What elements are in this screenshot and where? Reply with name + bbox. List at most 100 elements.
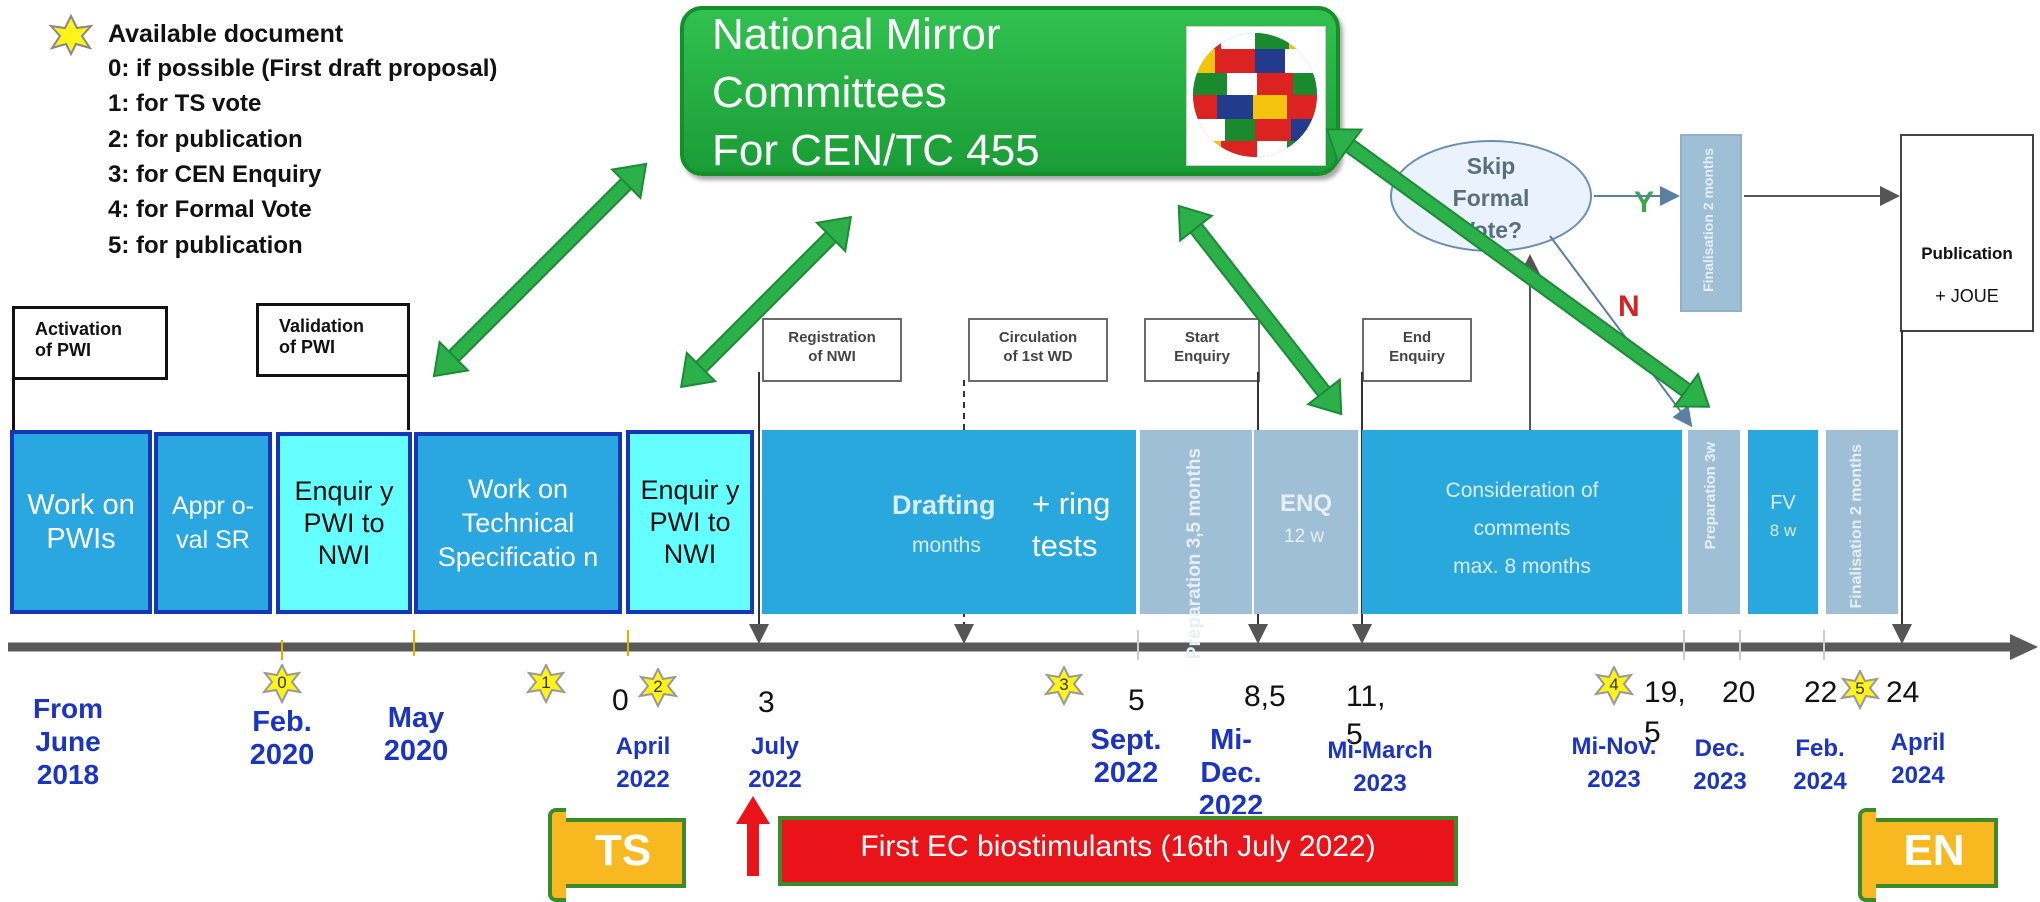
red-up-arrow-icon [736,796,770,876]
legend-item: 5: for publication [108,232,303,259]
stage-drafting-band: Drafting months + ring tests [762,430,1136,614]
document-star-icon: 4 [1593,664,1635,707]
mirror-title-line: Committees [712,68,947,117]
document-star-icon: 3 [1043,664,1085,707]
ring-tests-label-2: tests [1032,528,1098,563]
publication-box: Publication + JOUE [1900,134,2034,332]
legend-item: 4: for Formal Vote [108,196,312,223]
activation-connector [12,378,15,430]
mirror-title-line: For CEN/TC 455 [712,126,1040,175]
stage-finalisation: Finalisation 2 months [1826,430,1898,614]
star-number: 0 [277,673,287,692]
mirror-title-line: National Mirror [712,10,1001,59]
end-enquiry-label: End Enquiry [1362,318,1472,382]
registration-line: Registration [788,329,876,346]
stage-work-on-pwis: Work on PWIs [10,430,152,614]
registration-nwi-label: Registration of NWI [762,318,902,382]
date-may-2020: May 2020 [383,702,449,767]
date-june-2018: From June 2018 [33,693,103,790]
start-enquiry-label: Start Enquiry [1144,318,1260,382]
circulation-wd-label: Circulation of 1st WD [968,318,1108,382]
consideration-line: Consideration of [1445,479,1599,502]
activation-line: Activation [35,319,123,339]
timeline-number: 22 [1804,676,1838,709]
stage-enq: ENQ 12 w [1254,430,1358,614]
preparation-label: Preparation 3,5 months [1184,448,1205,660]
green-double-arrows [432,128,1711,416]
timeline-number: 3 [758,686,775,719]
timeline-number: 19, [1644,676,1686,709]
circulation-line: Circulation [998,329,1078,346]
date-mid-march-2023: Mi-March 2023 [1327,737,1433,797]
stage-preparation-3w: Preparation 3w [1688,430,1740,614]
no-label: N [1618,290,1640,323]
timeline-number: 0 [612,684,629,717]
end-enquiry-line: End [1402,329,1432,346]
skip-line: Skip [1466,153,1516,179]
timeline-number: 20 [1722,676,1756,709]
document-star-icon: 0 [261,662,303,705]
publication-label: Publication [1921,244,2013,263]
timeline-number: 5 [1644,716,1661,749]
biostimulants-banner: First EC biostimulants (16th July 2022) [778,816,1458,886]
flags-globe-image [1186,26,1326,166]
validation-pwi-label: Validation of PWI [256,303,410,377]
skip-line: Formal [1452,185,1530,211]
star-number: 3 [1059,675,1069,694]
timeline-number: 8,5 [1244,680,1286,713]
circulation-line: of 1st WD [1003,348,1073,365]
timeline-number: 5 [1128,684,1145,717]
date-mid-dec-2022: Mi- Dec. 2022 [1198,724,1264,814]
legend-item: 0: if possible (First draft proposal) [108,55,498,82]
legend-title: Available document [108,20,344,48]
ring-tests-label: + ring [1032,486,1111,521]
document-star-icon: 5 [1839,668,1881,711]
legend-star-icon [48,14,94,56]
drafting-months-label: months [912,534,981,557]
activation-line: of PWI [35,340,91,360]
star-number: 5 [1855,679,1865,698]
star-number: 4 [1609,675,1619,694]
end-enquiry-line: Enquiry [1389,348,1445,365]
date-feb-2024: Feb. 2024 [1793,735,1847,795]
validation-line: of PWI [279,337,335,357]
finalisation-label: Finalisation 2 months [1848,444,1865,609]
date-july-2022: July 2022 [748,733,802,793]
stage-consideration-comments: Consideration of comments max. 8 months [1362,430,1682,614]
stage-enquiry-pwi-nwi-2: Enquir y PWI to NWI [626,430,754,614]
enq-label: ENQ [1280,490,1333,517]
stage-work-technical-specification: Work on Technical Specificatio n [414,432,622,614]
timeline-number: 24 [1886,676,1920,709]
star-number: 1 [541,673,551,692]
start-enquiry-line: Start [1184,329,1220,346]
ts-banner: TS [548,808,686,902]
document-star-icon: 1 [525,662,567,705]
fv-label: FV [1770,492,1796,514]
drafting-label: Drafting [892,490,996,520]
legend-item: 2: for publication [108,126,303,153]
stage-preparation: Preparation 3,5 months [1140,430,1252,659]
date-mid-nov-2023: Mi-Nov. 2023 [1571,733,1657,793]
date-dec-2023: Dec. 2023 [1693,735,1747,795]
mirror-committees-box: National Mirror Committees For CEN/TC 45… [680,6,1340,176]
yes-label: Y [1634,186,1655,219]
timeline-number: 11, [1346,680,1386,713]
en-banner: EN [1858,808,1998,902]
date-sept-2022: Sept. 2022 [1090,724,1162,789]
document-star-icon: 2 [637,666,679,709]
start-enquiry-line: Enquiry [1174,348,1230,365]
legend-item: 3: for CEN Enquiry [108,161,322,188]
consideration-line: max. 8 months [1453,555,1591,578]
star-number: 2 [653,677,663,696]
timeline-arrowhead [2010,634,2038,660]
date-feb-2020: Feb. 2020 [249,706,315,771]
fv-weeks-label: 8 w [1769,521,1797,540]
prep3w-label: Preparation 3w [1702,442,1719,550]
legend-item: 1: for TS vote [108,90,262,117]
activation-pwi-label: Activation of PWI [12,306,168,380]
stage-approval-sr: Appr o-val SR [154,432,272,614]
finalisation-top-box: Finalisation 2 months [1680,134,1742,312]
joue-label: + JOUE [1935,286,1999,306]
date-april-2024: April 2024 [1890,729,1946,789]
